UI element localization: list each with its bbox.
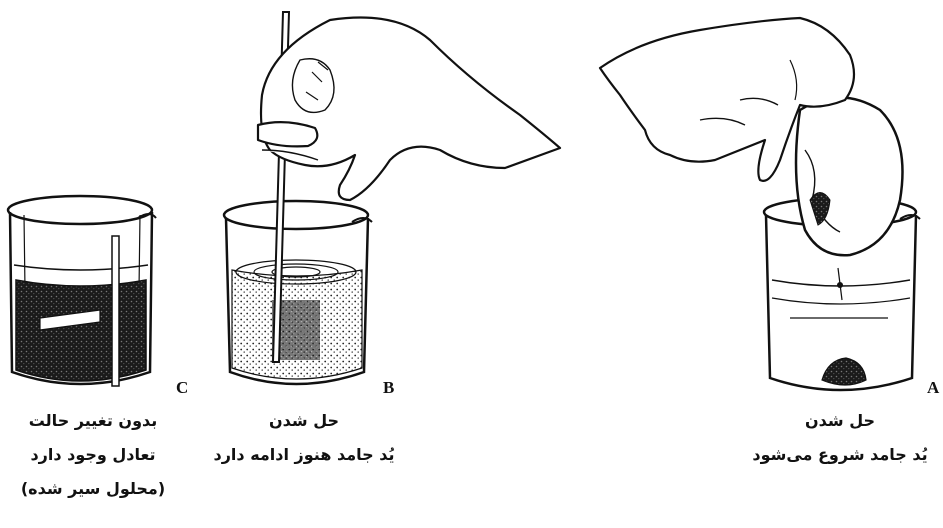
- caption-c-line-3: (محلول سیر شده): [4, 472, 182, 506]
- caption-b: حل شدن یُد جامد هنوز ادامه دارد: [196, 404, 412, 472]
- panel-label-c: C: [176, 378, 188, 398]
- panel-label-b: B: [383, 378, 394, 398]
- caption-b-line-2: یُد جامد هنوز ادامه دارد: [196, 438, 412, 472]
- caption-a-line-1: حل شدن: [752, 404, 928, 438]
- beaker-c: [8, 196, 156, 386]
- caption-a: حل شدن یُد جامد شروع می‌شود: [752, 404, 928, 472]
- caption-c: بدون تغییر حالت تعادل وجود دارد (محلول س…: [4, 404, 182, 506]
- hand-b: [258, 18, 560, 201]
- caption-c-line-1: بدون تغییر حالت: [4, 404, 182, 438]
- caption-a-line-2: یُد جامد شروع می‌شود: [752, 438, 928, 472]
- saturated-solution: [16, 280, 146, 381]
- iodine-crystals-bottom: [822, 358, 866, 385]
- caption-b-line-1: حل شدن: [196, 404, 412, 438]
- caption-c-line-2: تعادل وجود دارد: [4, 438, 182, 472]
- panel-label-a: A: [927, 378, 939, 398]
- watch-glass: [796, 98, 903, 256]
- beaker-b: [224, 201, 372, 384]
